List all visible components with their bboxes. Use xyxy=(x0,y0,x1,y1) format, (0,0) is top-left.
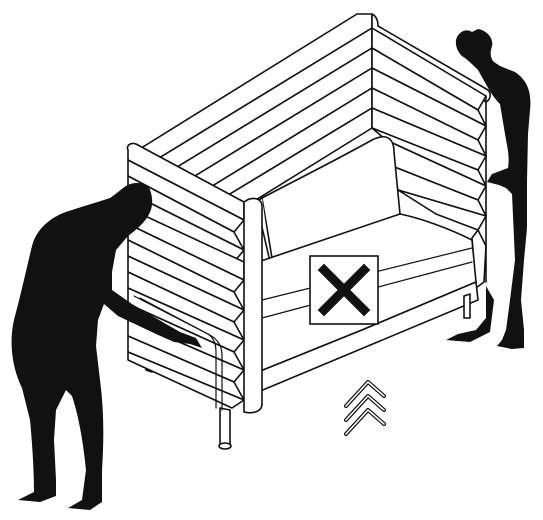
prohibition-cross-icon xyxy=(310,256,378,324)
lift-up-chevrons-icon xyxy=(346,382,384,434)
sofa xyxy=(127,14,490,449)
